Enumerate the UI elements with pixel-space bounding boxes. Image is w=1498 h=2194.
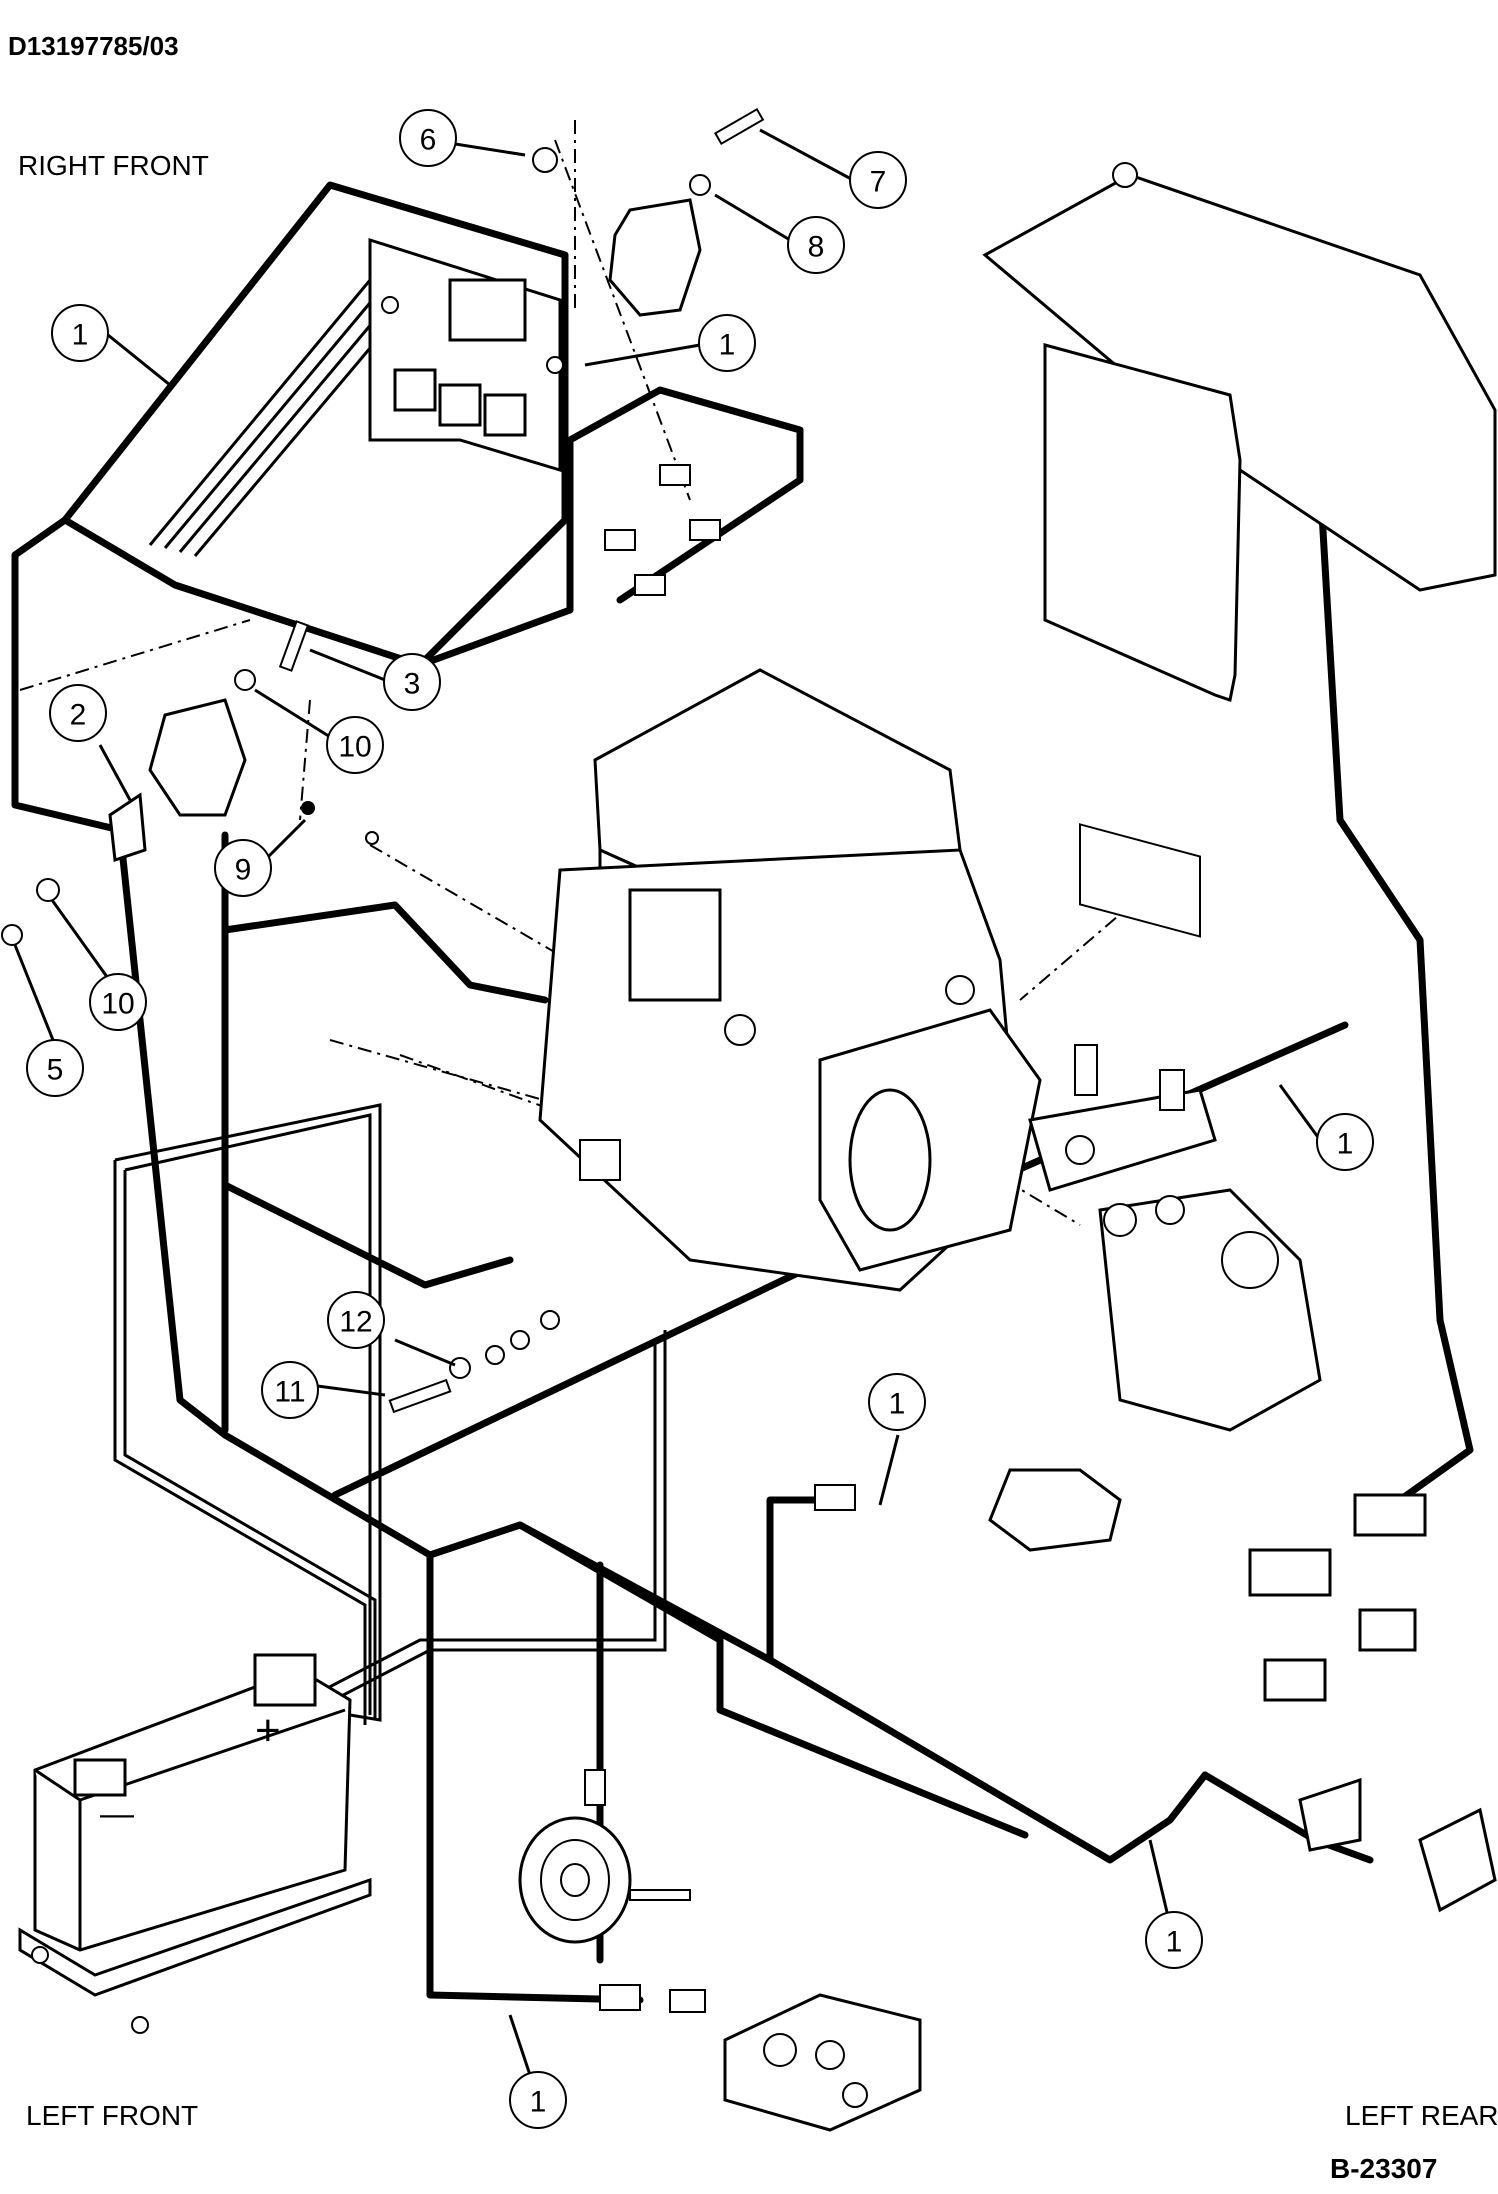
mount-plate-left [148, 698, 247, 817]
mount-hardware-top [532, 107, 765, 317]
bolt-3 [278, 620, 310, 672]
relay-2 [438, 383, 482, 427]
engine [538, 668, 1042, 1292]
svg-text:10: 10 [101, 988, 134, 1021]
ground-hardware [388, 1310, 560, 1414]
label-left-rear: LEFT REAR [1345, 2100, 1498, 2131]
starter-solenoid [579, 1139, 621, 1181]
washer-10b [36, 878, 60, 902]
harness-connector-a [659, 464, 691, 486]
svg-text:1: 1 [1166, 1926, 1183, 1959]
svg-text:9: 9 [235, 854, 252, 887]
svg-text:8: 8 [808, 231, 825, 264]
relay-3 [483, 393, 527, 437]
harness-connector-d [634, 574, 666, 596]
relay-panel [368, 237, 721, 596]
callout-7: 7 [849, 151, 907, 209]
carburetor [628, 888, 722, 1002]
svg-text:5: 5 [47, 1054, 64, 1087]
bolt-11 [388, 1378, 452, 1414]
washer-8 [689, 174, 711, 196]
clamp-2 [108, 792, 147, 863]
control-module [1043, 343, 1242, 702]
nut-5 [1, 924, 23, 946]
battery-negative-terminal [73, 1758, 127, 1797]
connector-rear-2 [1248, 1548, 1332, 1597]
svg-text:10: 10 [338, 731, 371, 764]
callout-8: 8 [787, 216, 845, 274]
svg-text:12: 12 [339, 1306, 372, 1339]
display-housing [982, 173, 1497, 592]
svg-text:1: 1 [530, 2086, 547, 2119]
solenoid-valve [988, 1468, 1122, 1552]
figure-id: B-23307 [1330, 2153, 1437, 2184]
horn [518, 1769, 691, 1944]
hydraulic-pump [1221, 1231, 1279, 1289]
fuse-block [448, 278, 527, 342]
oil-pressure-switch [1103, 1203, 1137, 1237]
callout-9: 9 [214, 839, 272, 897]
callout-1-rear: 1 [1145, 1911, 1203, 1969]
svg-text:7: 7 [870, 166, 887, 199]
connector-rear-1 [1353, 1493, 1427, 1537]
svg-text:1: 1 [719, 329, 736, 362]
svg-text:1: 1 [1337, 1128, 1354, 1161]
hydraulic-valve [1028, 1044, 1322, 1432]
callout-11: 11 [261, 1361, 319, 1419]
auxiliary-valve [599, 1984, 922, 2132]
svg-text:3: 3 [404, 668, 421, 701]
svg-text:11: 11 [274, 1376, 305, 1409]
callout-1-harness-top: 1 [51, 304, 109, 362]
callout-3: 3 [383, 653, 441, 711]
battery-positive-terminal [253, 1653, 317, 1707]
callout-1-front: 1 [509, 2071, 567, 2129]
callout-6: 6 [399, 109, 457, 167]
nut-9 [301, 801, 315, 815]
washer-10a [234, 669, 256, 691]
svg-text:6: 6 [420, 124, 437, 157]
connector-rear-4 [1263, 1658, 1327, 1702]
battery: + — [18, 1653, 372, 2034]
solenoid-connector [814, 1484, 856, 1511]
rear-bracket [1298, 1777, 1362, 1852]
temp-sender [1074, 1044, 1098, 1096]
washer-12 [449, 1357, 471, 1379]
callout-1-relay: 1 [698, 314, 756, 372]
rear-connectors [814, 1203, 1497, 1913]
connector-rear-3 [1358, 1608, 1417, 1652]
svg-text:1: 1 [889, 1388, 906, 1421]
label-left-front: LEFT FRONT [26, 2100, 198, 2131]
rear-sensor [1418, 1807, 1497, 1913]
mount-plate-top [608, 198, 702, 317]
bolt-7 [713, 107, 765, 146]
callouts: 6 7 8 1 1 3 2 10 9 10 5 1 12 11 1 1 1 [13, 109, 1374, 2129]
negative-symbol: — [100, 1795, 134, 1833]
svg-text:2: 2 [70, 699, 87, 732]
instrument-panel [982, 162, 1497, 938]
callout-2: 2 [49, 684, 107, 742]
callout-1-solenoid: 1 [868, 1373, 926, 1431]
pressure-switch [1159, 1069, 1185, 1111]
nut-6 [532, 147, 558, 173]
battery-tray [18, 1877, 372, 1997]
mount-hardware-left [1, 620, 379, 946]
positive-symbol: + [255, 1706, 281, 1755]
document-id: D13197785/03 [8, 31, 179, 61]
callout-12: 12 [327, 1291, 385, 1349]
valve-connector [599, 1984, 641, 2011]
callout-5: 5 [26, 1039, 84, 1097]
svg-text:1: 1 [72, 319, 89, 352]
harness-connector-c [689, 519, 721, 541]
relay-1 [393, 368, 437, 412]
callout-10-lower: 10 [89, 973, 147, 1031]
callout-1-engine: 1 [1316, 1113, 1374, 1171]
harness-connector-b [604, 529, 636, 551]
horn-connector [584, 1769, 606, 1806]
label-right-front: RIGHT FRONT [18, 150, 209, 181]
callout-10-upper: 10 [326, 716, 384, 774]
module-label-plate [1079, 823, 1201, 938]
